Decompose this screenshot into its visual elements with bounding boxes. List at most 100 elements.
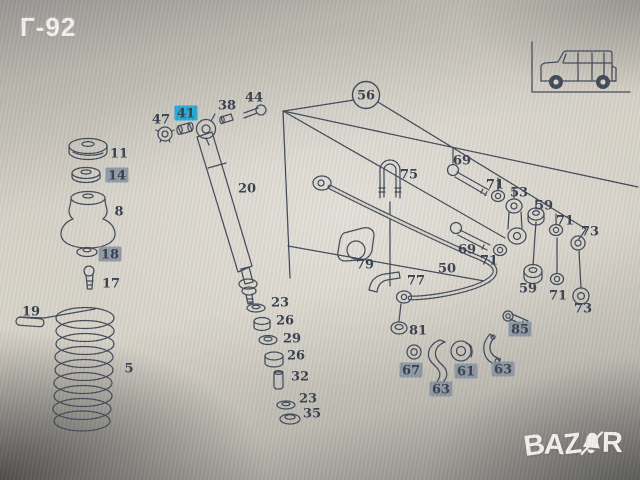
- shock-absorber-part-20: [196, 131, 258, 305]
- svg-text:71: 71: [556, 214, 574, 229]
- svg-text:50: 50: [438, 262, 456, 277]
- svg-text:63: 63: [432, 383, 450, 398]
- callout-71-19[interactable]: 71: [486, 178, 504, 193]
- callout-71-22[interactable]: 71: [556, 214, 574, 229]
- callout-29-36[interactable]: 29: [283, 332, 301, 347]
- callout-81-17[interactable]: 81: [409, 324, 427, 339]
- svg-text:67: 67: [402, 364, 420, 379]
- callout-67-31[interactable]: 67: [399, 362, 423, 379]
- callout-61-33[interactable]: 61: [454, 363, 478, 380]
- svg-text:85: 85: [511, 323, 529, 338]
- callout-73-23[interactable]: 73: [581, 225, 599, 240]
- svg-text:63: 63: [494, 363, 512, 378]
- svg-text:26: 26: [276, 314, 294, 329]
- washer-part-71-c: [548, 223, 564, 237]
- callout-20-11[interactable]: 20: [238, 182, 256, 197]
- callout-56-12[interactable]: 56: [351, 80, 381, 110]
- svg-text:79: 79: [356, 258, 374, 273]
- callout-69-24[interactable]: 69: [458, 243, 476, 258]
- callout-75-13[interactable]: 75: [400, 168, 418, 183]
- u-bolt-part-75: [378, 159, 402, 199]
- bushing-part-59-lower: [523, 263, 543, 285]
- svg-text:23: 23: [299, 392, 317, 407]
- nut-part-73-upper: [570, 235, 586, 251]
- callout-41-8[interactable]: 41: [174, 105, 198, 122]
- svg-text:59: 59: [535, 199, 553, 214]
- svg-text:73: 73: [574, 302, 592, 317]
- bolt-part-17: [83, 265, 95, 290]
- callout-59-21[interactable]: 59: [535, 199, 553, 214]
- nut-part-73-lower: [572, 287, 590, 305]
- callout-77-15[interactable]: 77: [407, 274, 425, 289]
- callout-69-18[interactable]: 69: [453, 154, 471, 169]
- svg-text:35: 35: [303, 407, 321, 422]
- svg-text:71: 71: [486, 178, 504, 193]
- callout-71-25[interactable]: 71: [480, 254, 498, 269]
- callout-11-0[interactable]: 11: [110, 147, 128, 162]
- svg-text:59: 59: [519, 282, 537, 297]
- callout-26-35[interactable]: 26: [276, 314, 294, 329]
- spring-seat-part-11: [68, 137, 108, 161]
- svg-text:71: 71: [549, 289, 567, 304]
- bushing-part-38: [219, 113, 234, 125]
- callout-47-7[interactable]: 47: [152, 113, 170, 128]
- castle-nut-part-47: [155, 126, 175, 143]
- svg-text:32: 32: [291, 370, 309, 385]
- callout-5-6[interactable]: 5: [124, 362, 133, 377]
- page-title: Г-92: [20, 12, 77, 42]
- callout-53-20[interactable]: 53: [510, 186, 528, 201]
- callout-35-40[interactable]: 35: [303, 407, 321, 422]
- callout-8-2[interactable]: 8: [114, 205, 123, 220]
- nut-part-81: [390, 321, 408, 335]
- coil-spring-part-5: [52, 306, 115, 432]
- vehicle-thumbnail-icon: [531, 41, 631, 93]
- svg-text:11: 11: [110, 147, 128, 162]
- washer-part-71-a: [490, 189, 506, 203]
- watermark-letter: A: [543, 428, 565, 462]
- callout-26-37[interactable]: 26: [287, 349, 305, 364]
- svg-text:29: 29: [283, 332, 301, 347]
- callout-44-10[interactable]: 44: [245, 91, 263, 106]
- bolt-part-69-lower: [449, 221, 491, 251]
- callout-63-30[interactable]: 63: [491, 361, 515, 378]
- shock-mount-stack-parts: [246, 303, 301, 425]
- svg-text:23: 23: [271, 296, 289, 311]
- pin-part-19: [15, 308, 96, 328]
- callout-19-5[interactable]: 19: [22, 305, 40, 320]
- washer-part-71-b: [492, 243, 508, 257]
- svg-text:20: 20: [238, 182, 256, 197]
- callout-59-26[interactable]: 59: [519, 282, 537, 297]
- callout-79-14[interactable]: 79: [356, 258, 374, 273]
- washer-part-14: [71, 166, 101, 184]
- callout-32-38[interactable]: 32: [291, 370, 309, 385]
- callout-23-34[interactable]: 23: [271, 296, 289, 311]
- group-box-lines: [282, 99, 639, 322]
- bracket-part-77: [368, 271, 401, 293]
- bushing-part-41: [176, 121, 194, 136]
- callout-85-29[interactable]: 85: [508, 321, 532, 338]
- callout-17-4[interactable]: 17: [102, 277, 120, 292]
- callout-23-39[interactable]: 23: [299, 392, 317, 407]
- bushing-part-61: [450, 340, 473, 362]
- svg-text:19: 19: [22, 305, 40, 320]
- callout-50-16[interactable]: 50: [438, 262, 456, 277]
- callout-71-27[interactable]: 71: [549, 289, 567, 304]
- watermark-letter: R: [601, 426, 622, 460]
- callout-73-28[interactable]: 73: [574, 302, 592, 317]
- svg-text:71: 71: [480, 254, 498, 269]
- callout-18-3[interactable]: 18: [98, 246, 122, 263]
- svg-text:77: 77: [407, 274, 425, 289]
- callout-63-32[interactable]: 63: [429, 381, 453, 398]
- svg-text:75: 75: [400, 168, 418, 183]
- bushing-part-59-upper: [527, 207, 545, 226]
- svg-text:26: 26: [287, 349, 305, 364]
- bolt-part-69-upper: [446, 163, 490, 197]
- svg-text:69: 69: [458, 243, 476, 258]
- callout-14-1[interactable]: 14: [105, 167, 129, 184]
- svg-text:41: 41: [177, 107, 195, 122]
- svg-text:73: 73: [581, 225, 599, 240]
- bell-icon: [577, 428, 604, 468]
- callout-38-9[interactable]: 38: [218, 99, 236, 114]
